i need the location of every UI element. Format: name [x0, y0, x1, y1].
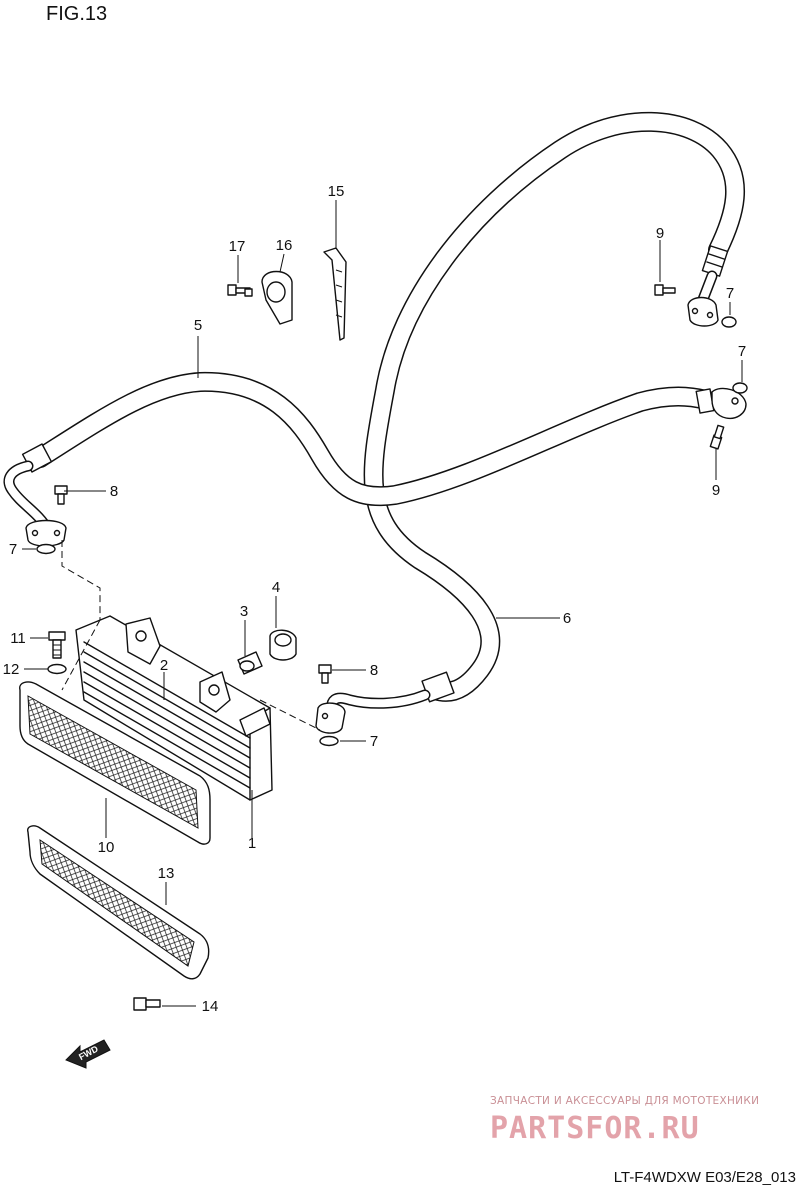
bolt-17 — [227, 284, 253, 297]
assembly-line-right — [259, 699, 321, 731]
callout-4: 4 — [272, 579, 280, 596]
callout-9-top: 9 — [656, 225, 664, 242]
watermark-tagline: ЗАПЧАСТИ И АКСЕССУАРЫ ДЛЯ МОТОТЕХНИКИ — [490, 1095, 759, 1107]
grommet-4 — [269, 629, 297, 661]
cooler-cover-10 — [19, 681, 211, 845]
o-ring-7-left — [36, 543, 56, 555]
callout-6: 6 — [563, 610, 571, 627]
hose-5-left-fitting — [3, 443, 67, 547]
oil-cooler-1 — [75, 615, 273, 801]
callout-1: 1 — [248, 835, 256, 852]
callout-11: 11 — [10, 630, 26, 647]
bolt-8-lower — [318, 664, 332, 684]
figure-title: FIG.13 — [46, 3, 107, 25]
bolt-9-right — [709, 424, 725, 450]
cable-tie-15 — [323, 247, 347, 341]
bolt-11 — [48, 631, 66, 659]
leader-lines — [22, 200, 743, 1007]
hose-6-upper-fitting — [687, 245, 729, 327]
bolt-8-left — [54, 485, 68, 505]
oil-hose-5 — [30, 371, 716, 507]
o-ring-7-lower — [319, 735, 339, 747]
guard-13 — [27, 825, 210, 980]
callout-10: 10 — [98, 839, 115, 856]
diagram-code: LT-F4WDXW E03/E28_013 — [614, 1169, 796, 1186]
collar-3 — [237, 651, 263, 675]
hose-6-lower-fitting — [315, 671, 455, 734]
callout-5: 5 — [194, 317, 202, 334]
callout-12: 12 — [3, 661, 20, 678]
callout-3: 3 — [240, 603, 248, 620]
callout-9-right: 9 — [712, 482, 720, 499]
callout-13: 13 — [158, 865, 175, 882]
callout-7-right: 7 — [738, 343, 746, 360]
callout-7-lower: 7 — [370, 733, 378, 750]
o-ring-7-top — [721, 316, 737, 328]
washer-12 — [47, 663, 67, 675]
callout-8-lower: 8 — [370, 662, 378, 679]
watermark-brand: PARTSFOR.RU — [490, 1111, 700, 1146]
callout-7-left: 7 — [9, 541, 17, 558]
oil-hose-6 — [363, 111, 746, 702]
callout-8-left: 8 — [110, 483, 118, 500]
clamp-16 — [261, 270, 293, 325]
callout-15: 15 — [328, 183, 345, 200]
callout-14: 14 — [202, 998, 219, 1015]
fwd-direction-badge: FWD — [65, 1039, 111, 1069]
assembly-line-left — [61, 540, 101, 620]
callout-17: 17 — [229, 238, 246, 255]
bolt-9-top — [654, 284, 676, 296]
assembly-line-bolt — [61, 619, 101, 691]
hose-5-right-fitting — [695, 387, 747, 420]
callout-2: 2 — [160, 657, 168, 674]
bolt-14 — [133, 997, 161, 1011]
callout-16: 16 — [276, 237, 293, 254]
o-ring-7-right — [732, 382, 748, 394]
callout-7-top: 7 — [726, 285, 734, 302]
